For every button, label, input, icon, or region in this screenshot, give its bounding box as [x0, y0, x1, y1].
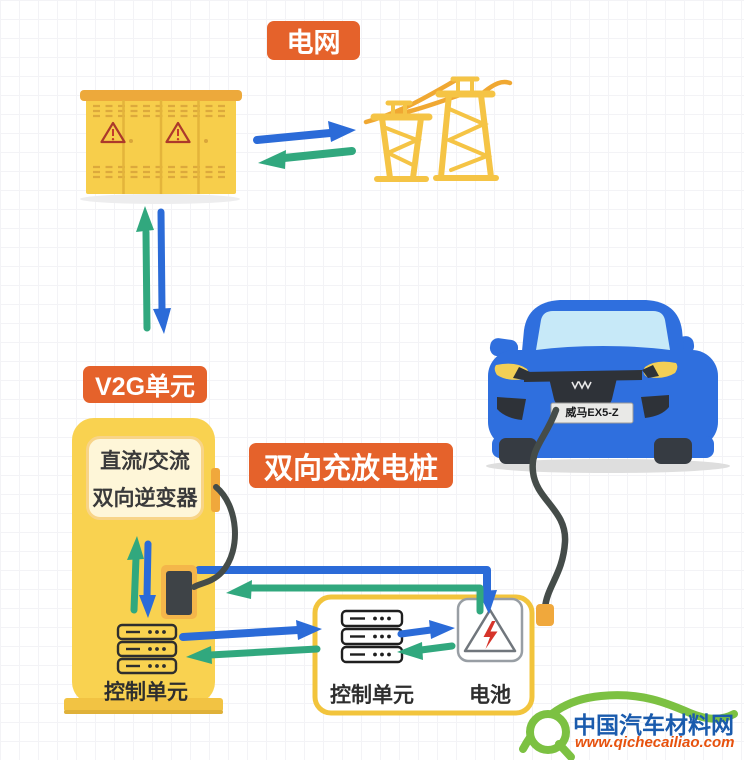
watermark-site-url: www.qichecailiao.com	[575, 734, 735, 751]
watermark-car-logo	[519, 691, 738, 760]
arrow-pile-to-grid-green	[136, 206, 154, 332]
car-control-unit-label: 控制单元	[330, 684, 414, 707]
grille	[549, 378, 617, 407]
power-tower-icon	[363, 76, 513, 182]
battery-label: 电池	[469, 684, 511, 707]
arrow-carcontrol-to-pilecontrol-green	[186, 645, 321, 664]
arrow-battery-to-carcontrol-green	[397, 642, 456, 660]
server-rack-icon	[116, 623, 178, 675]
arrow-pilecontrol-to-carcontrol-blue	[179, 620, 322, 641]
charging-cable	[191, 484, 238, 590]
battery-warning-icon	[456, 597, 524, 663]
license-plate	[550, 402, 634, 424]
brand-logo	[571, 380, 592, 390]
license-plate-text: 威马EX5-Z	[565, 407, 619, 419]
charging-socket	[161, 565, 197, 619]
windshield	[536, 311, 670, 350]
right-wheel	[654, 438, 692, 464]
server-rack-icon	[340, 609, 404, 664]
right-intake	[641, 395, 669, 418]
arrow-grid-to-towers-blue	[253, 121, 356, 144]
warning-triangle-icon	[165, 121, 191, 144]
arrow-battery-to-pile-green	[226, 580, 484, 615]
arrow-pile-internal-blue-down	[139, 540, 156, 618]
arrow-grid-to-pile-blue	[153, 208, 171, 334]
watermark-site-name: 中国汽车材料网	[573, 712, 734, 738]
pile-control-unit-label: 控制单元	[104, 681, 188, 704]
left-intake	[497, 397, 526, 420]
arrow-towers-to-grid-green	[258, 147, 356, 169]
charging-cable	[529, 406, 569, 612]
warning-triangle-icon	[100, 121, 126, 144]
transformer-cabinet-icon	[80, 90, 242, 204]
v2g-unit-label: V2G单元	[83, 366, 207, 403]
arrow-carcontrol-to-battery-blue	[397, 620, 455, 639]
car-illustration	[486, 300, 730, 473]
inverter-line1: 直流/交流	[100, 449, 190, 473]
bidirectional-charger-label: 双向充放电桩	[249, 443, 453, 488]
inverter-panel: 直流/交流 双向逆变器	[86, 436, 204, 520]
left-wheel	[499, 438, 537, 464]
cable-connector	[536, 604, 554, 626]
flow-arrows	[127, 121, 497, 664]
grid-label: 电网	[267, 21, 360, 60]
inverter-line2: 双向逆变器	[92, 486, 198, 510]
arrow-pile-internal-green-up	[127, 536, 144, 614]
